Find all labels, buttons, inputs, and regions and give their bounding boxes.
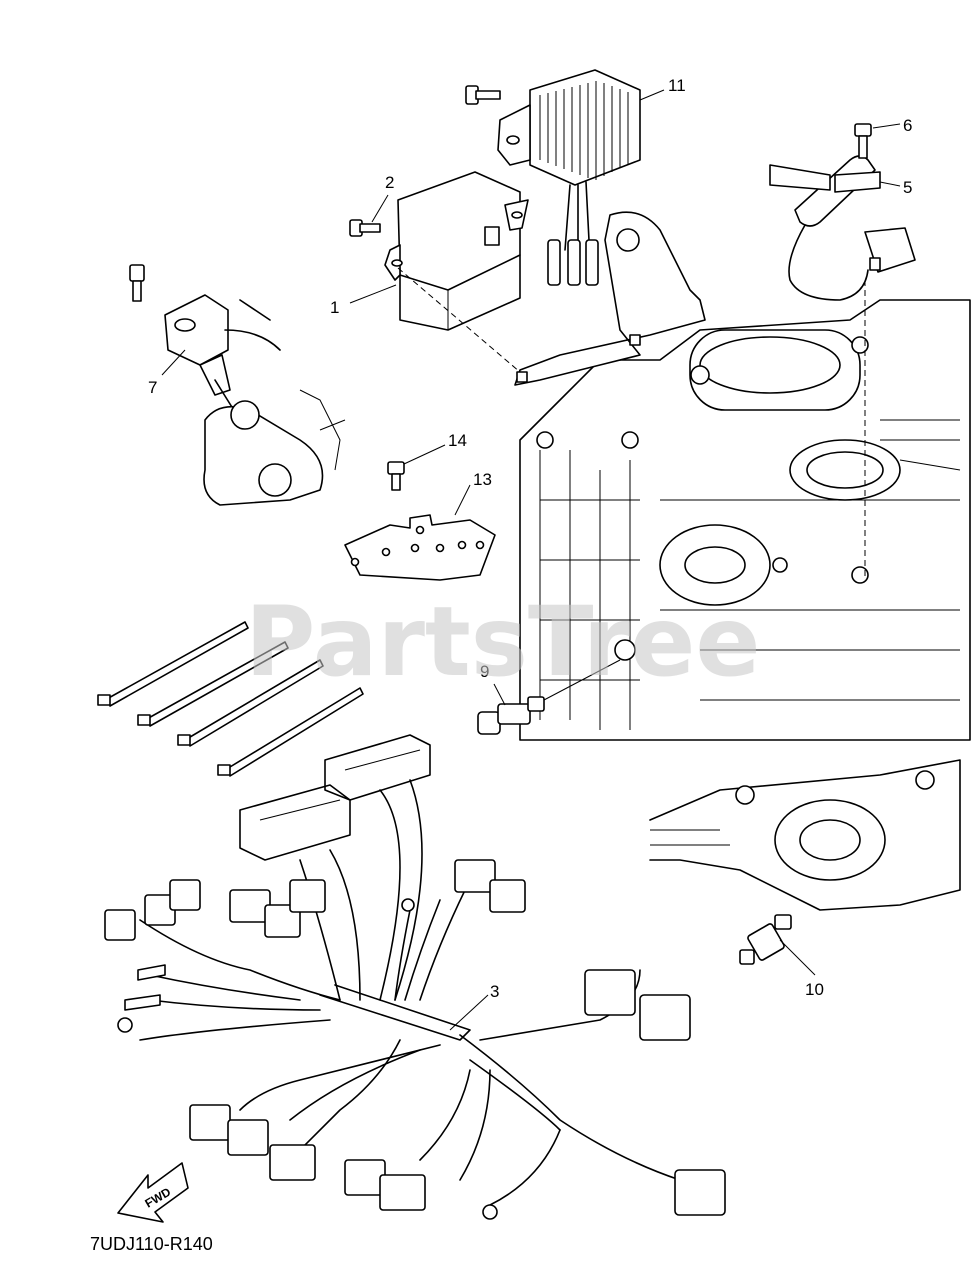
inset-housing bbox=[649, 759, 961, 911]
bolt-6 bbox=[854, 123, 872, 159]
part-10-pressure-switch bbox=[739, 914, 792, 965]
cable-ties bbox=[97, 621, 364, 777]
callout-14: 14 bbox=[403, 431, 467, 465]
reference-code: 7UDJ110-R140 bbox=[90, 1234, 213, 1254]
callout-label-5: 5 bbox=[903, 178, 912, 197]
callout-5: 5 bbox=[879, 178, 912, 197]
callout-7: 7 bbox=[148, 349, 186, 397]
part-11-rectifier bbox=[497, 69, 641, 286]
bolt-11 bbox=[465, 85, 501, 105]
callout-label-9: 9 bbox=[480, 662, 489, 681]
screw-14 bbox=[387, 461, 405, 491]
callout-label-13: 13 bbox=[473, 470, 492, 489]
part-3-wire-harness bbox=[104, 734, 726, 1220]
bolt-2 bbox=[349, 219, 381, 237]
watermark: PartsTree bbox=[245, 586, 760, 698]
callout-label-2: 2 bbox=[385, 173, 394, 192]
callout-11: 11 bbox=[639, 76, 686, 101]
callout-2: 2 bbox=[371, 173, 394, 223]
callout-label-7: 7 bbox=[148, 378, 157, 397]
callout-13: 13 bbox=[454, 470, 492, 516]
callout-label-10: 10 bbox=[805, 980, 824, 999]
fwd-arrow-icon: FWD bbox=[117, 1162, 189, 1223]
callout-10: 10 bbox=[779, 939, 824, 999]
callout-6: 6 bbox=[872, 116, 912, 135]
part-7-position-sensor bbox=[164, 294, 346, 506]
part-13-plate bbox=[344, 514, 496, 581]
bolt-7 bbox=[129, 264, 145, 302]
part-1-control-unit bbox=[384, 171, 529, 331]
part-9-temp-sensor bbox=[477, 659, 621, 735]
leader-dash-1 bbox=[397, 267, 521, 373]
callout-label-11: 11 bbox=[668, 76, 686, 95]
engine-block bbox=[519, 299, 971, 741]
callout-9: 9 bbox=[480, 662, 506, 706]
callout-label-6: 6 bbox=[903, 116, 912, 135]
callout-label-1: 1 bbox=[330, 298, 339, 317]
part-5-sensor bbox=[769, 155, 916, 301]
callout-1: 1 bbox=[330, 284, 397, 317]
mounting-bracket bbox=[514, 211, 706, 386]
callout-3: 3 bbox=[449, 982, 499, 1031]
callout-label-3: 3 bbox=[490, 982, 499, 1001]
callout-label-14: 14 bbox=[448, 431, 467, 450]
